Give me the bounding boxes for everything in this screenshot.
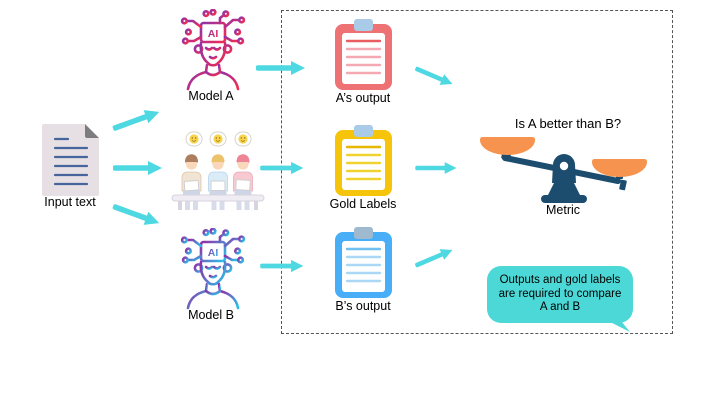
model-a-label: Model A <box>188 89 234 103</box>
a-output-label: A’s output <box>335 91 391 105</box>
note-bubble: Outputs and gold labels are required to … <box>487 266 633 323</box>
model-b-icon: AI <box>180 228 246 310</box>
model-b-chip-text: AI <box>208 247 219 259</box>
arrow-gold-to-metric <box>415 162 457 174</box>
model-a-chip-text: AI <box>208 28 219 40</box>
input-document-icon <box>42 124 99 196</box>
arrow-annotators-to-gold <box>260 161 304 175</box>
comparison-question: Is A better than B? <box>514 116 622 131</box>
b-output-label: B’s output <box>335 299 391 313</box>
arrow-model-a-to-output <box>256 61 305 75</box>
annotators-people-icon <box>171 131 265 210</box>
arrow-model-b-to-output <box>260 259 304 273</box>
metric-label: Metric <box>545 203 581 217</box>
arrow-a-output-to-metric <box>414 66 453 85</box>
emoji-bubbles <box>185 131 252 147</box>
note-text: Outputs and gold labels are required to … <box>498 274 622 314</box>
arrow-input-to-annotators <box>113 161 162 175</box>
a-output-clipboard-icon <box>335 19 392 90</box>
input-text-label: Input text <box>44 195 96 209</box>
gold-labels-clipboard-icon <box>335 125 392 196</box>
evaluation-box <box>281 10 673 334</box>
arrow-input-to-model-b <box>112 204 160 225</box>
b-output-clipboard-icon <box>335 227 392 298</box>
arrow-b-output-to-metric <box>414 249 453 268</box>
gold-labels-label: Gold Labels <box>329 197 397 211</box>
arrow-input-to-model-a <box>112 110 160 131</box>
model-b-label: Model B <box>188 308 234 322</box>
model-a-icon: AI <box>180 9 246 91</box>
balance-scale-icon <box>480 137 647 203</box>
